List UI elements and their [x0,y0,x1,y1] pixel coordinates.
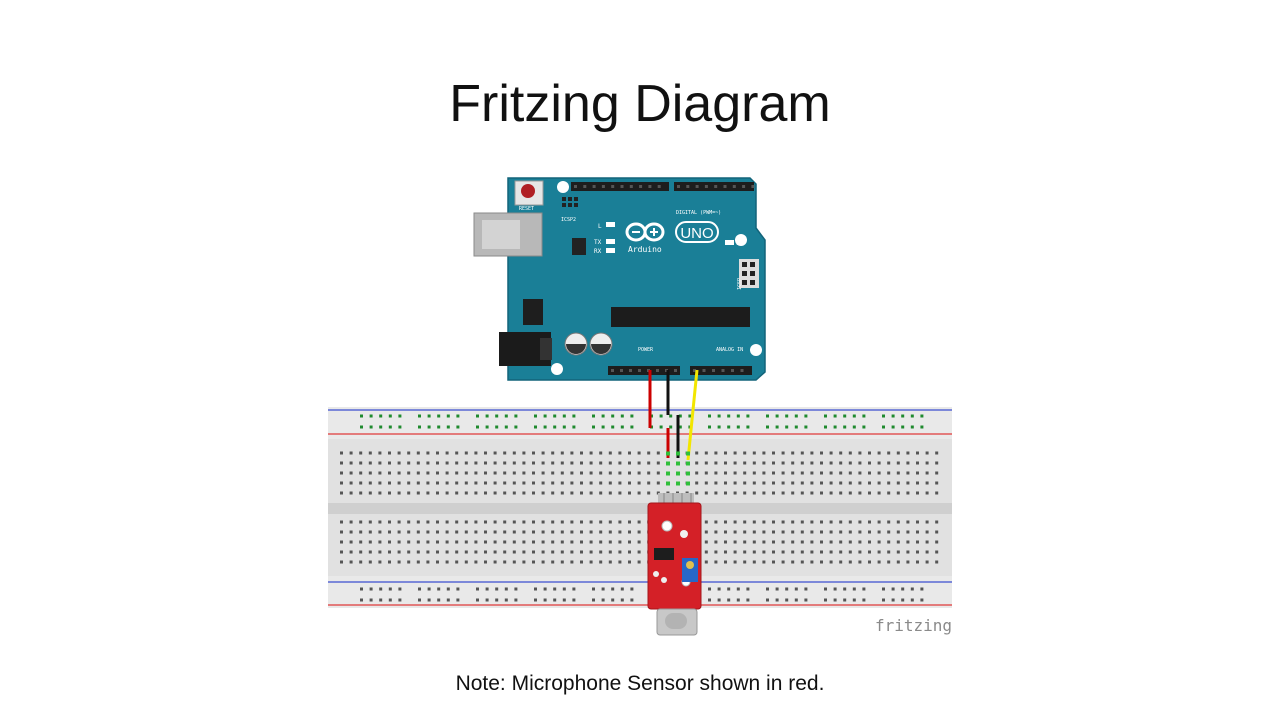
uno-label: UNO [680,225,713,242]
on-led [725,240,734,245]
slide-title: Fritzing Diagram [449,75,831,133]
arduino-uno-board: RESET ICSP2 DIGITAL (PWM=~) L TX RX U [473,177,766,381]
arduino-label: Arduino [628,245,662,254]
power-header [608,366,680,375]
analog-label: ANALOG IN [716,347,743,353]
tx-led-label: TX [594,239,602,246]
rx-led [606,248,615,253]
jumper-wires [648,369,699,486]
icsp-label: ICSP [737,278,743,290]
l-led [606,222,615,227]
digital-label: DIGITAL (PWM=~) [676,210,721,216]
microphone-sensor [647,493,702,636]
icsp2-header [562,197,578,207]
arduino-logo: UNO Arduino [625,221,719,254]
breadboard-center-channel [328,503,952,514]
l-led-label: L [598,223,602,230]
analog-header [690,366,752,375]
icsp-header [739,259,759,288]
a0-wire [686,369,699,461]
reset-button-cap [521,184,535,198]
icsp2-label: ICSP2 [561,217,576,223]
sensor-chip [654,548,674,560]
voltage-regulator [523,299,543,325]
sensor-potentiometer [682,558,698,582]
usb-chip [572,238,586,255]
reset-label: RESET [519,206,534,212]
fritzing-watermark: fritzing [875,616,952,635]
sensor-mount-hole [661,520,673,532]
slide-note: Note: Microphone Sensor shown in red. [455,672,825,695]
breadboard: fritzing [328,407,952,635]
digital-header-low [674,182,754,191]
digital-header-high [571,182,669,191]
atmega-chip [611,307,750,327]
breadboard-holes [340,414,939,602]
power-label: POWER [638,347,654,353]
on-led-label: ON [736,240,744,247]
rx-led-label: RX [594,248,602,255]
tx-led [606,239,615,244]
sensor-header-pins [658,493,694,505]
